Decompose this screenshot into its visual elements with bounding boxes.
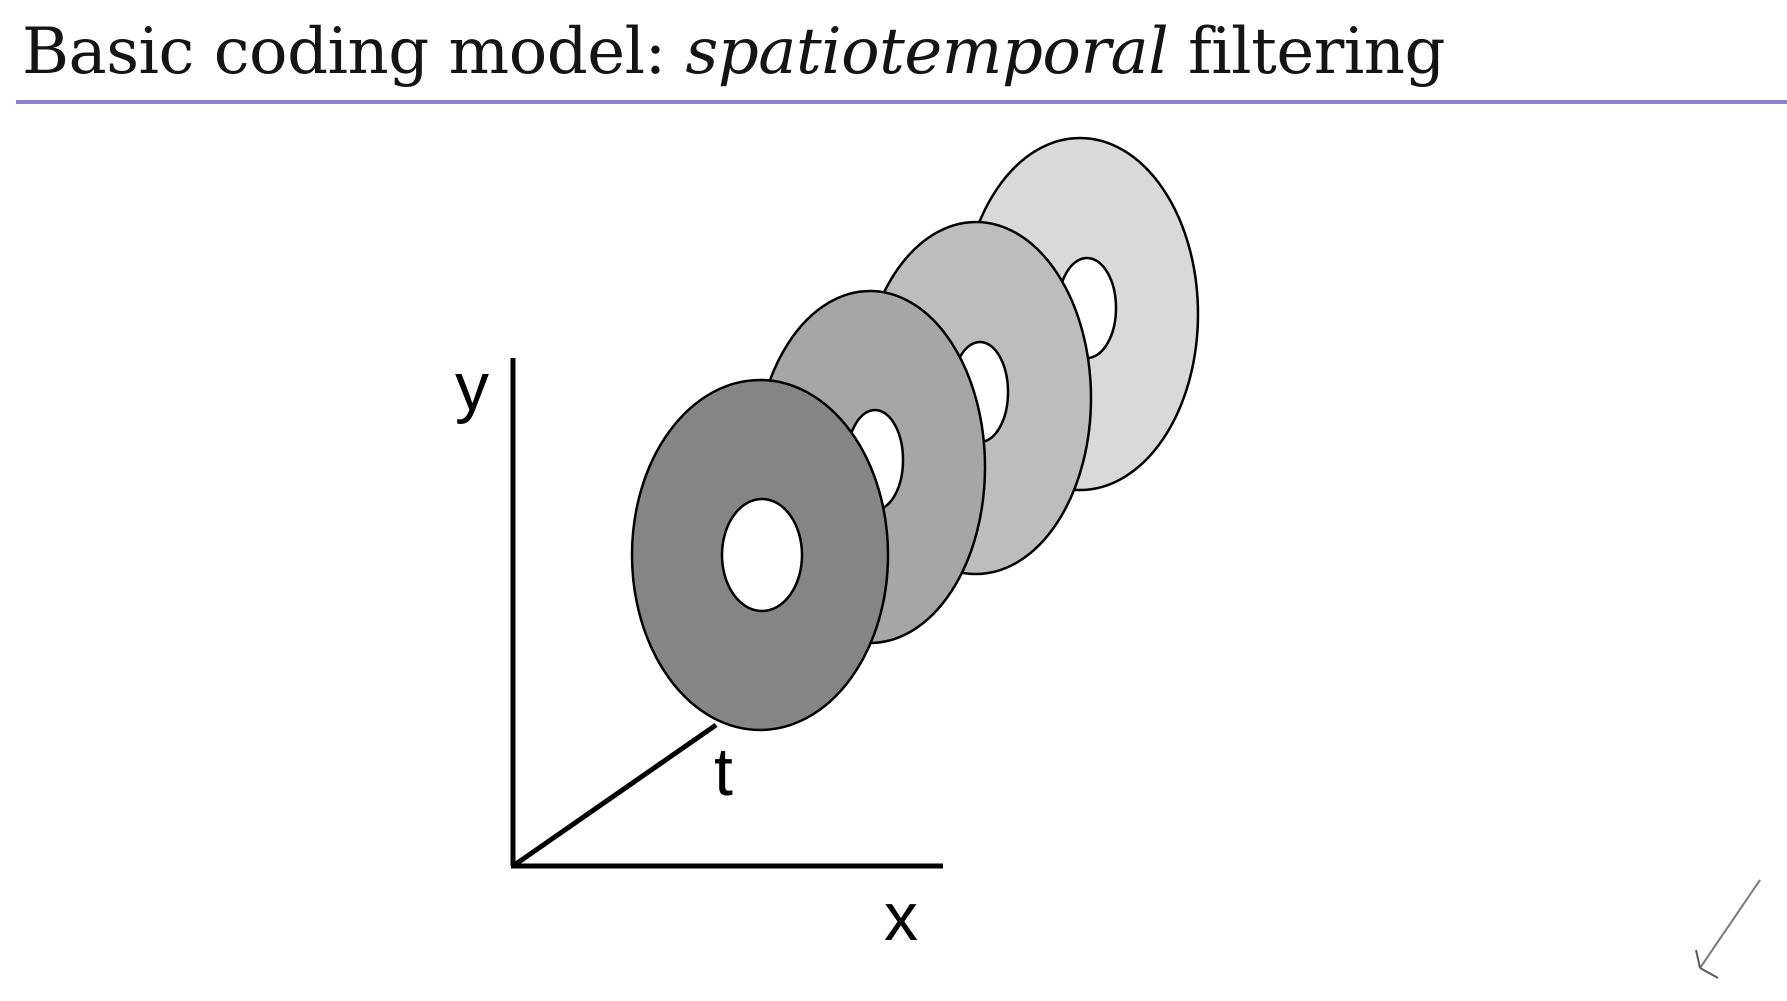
title-suffix: filtering [1168, 15, 1445, 89]
title-emphasis: spatiotemporal [685, 15, 1169, 89]
pen-cursor-icon [1695, 879, 1761, 979]
ring-frame-1 [630, 378, 890, 732]
axes [510, 358, 943, 869]
y-axis-label: y [455, 349, 489, 425]
title-underline [16, 100, 1787, 104]
t-axis-label: t [714, 734, 733, 810]
t-axis [511, 722, 718, 869]
x-axis-label: x [884, 879, 918, 955]
slide-title: Basic coding model: spatiotemporal filte… [22, 12, 1445, 92]
title-plain: Basic coding model: [22, 15, 686, 89]
